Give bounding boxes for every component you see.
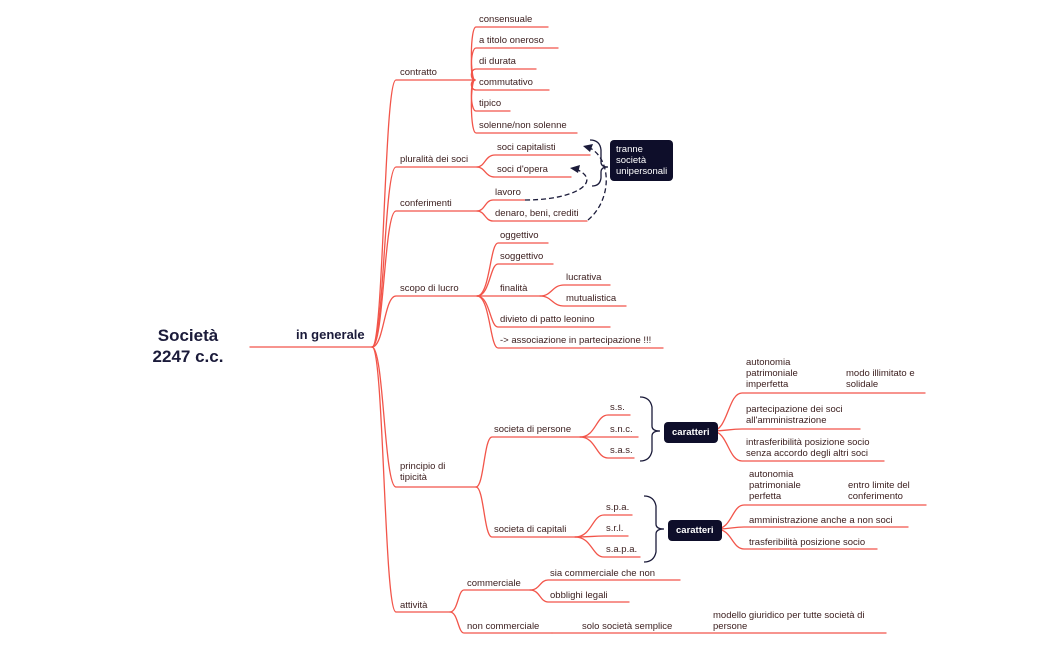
node-denaro-beni-crediti[interactable]: denaro, beni, crediti (495, 208, 579, 219)
node-modo-illimitato[interactable]: modo illimitato e solidale (846, 368, 915, 390)
node-associazione-partecipazione[interactable]: -> associazione in partecipazione !!! (500, 335, 652, 346)
node-divieto-patto-leonino[interactable]: divieto di patto leonino (500, 314, 595, 325)
node-soggettivo[interactable]: soggettivo (500, 251, 544, 262)
node-finalita[interactable]: finalità (500, 283, 528, 294)
node-trasferibilita[interactable]: trasferibilità posizione socio (749, 537, 866, 548)
node-ss[interactable]: s.s. (610, 402, 625, 413)
node-sapa[interactable]: s.a.p.a. (606, 544, 638, 555)
connector-attivita (371, 346, 451, 613)
root-node[interactable]: Società 2247 c.c. (138, 325, 238, 367)
node-sas[interactable]: s.a.s. (610, 445, 633, 456)
node-societa-di-persone[interactable]: societa di persone (494, 424, 572, 435)
bracket-pluralita (589, 139, 609, 187)
node-autonomia-imperfetta[interactable]: autonomia patrimoniale imperfetta (746, 357, 798, 390)
node-conferimenti[interactable]: conferimenti (400, 198, 452, 209)
node-solenne[interactable]: solenne/non solenne (479, 120, 567, 131)
node-di-durata[interactable]: di durata (479, 56, 516, 67)
node-srl[interactable]: s.r.l. (606, 523, 624, 534)
node-consensuale[interactable]: consensuale (479, 14, 533, 25)
node-modello-giuridico[interactable]: modello giuridico per tutte società di p… (713, 610, 865, 632)
node-principio-tipicita[interactable]: principio di tipicità (400, 461, 446, 483)
node-contratto[interactable]: contratto (400, 67, 437, 78)
connector-pluralita (371, 166, 478, 348)
root-article: 2247 c.c. (152, 347, 224, 366)
connector-contratto (371, 79, 476, 348)
connector-scopo (371, 295, 478, 348)
node-commerciale[interactable]: commerciale (467, 578, 521, 589)
connector-conferimenti (371, 210, 478, 348)
node-societa-di-capitali[interactable]: societa di capitali (494, 524, 567, 535)
node-autonomia-perfetta[interactable]: autonomia patrimoniale perfetta (749, 469, 801, 502)
node-attivita[interactable]: attività (400, 600, 428, 611)
node-snc[interactable]: s.n.c. (610, 424, 633, 435)
node-scopo-di-lucro[interactable]: scopo di lucro (400, 283, 459, 294)
dashed-link-lavoro (524, 169, 588, 201)
root-title: Società (157, 326, 219, 345)
node-solo-societa-semplice[interactable]: solo società semplice (582, 621, 673, 632)
node-soci-capitalisti[interactable]: soci capitalisti (497, 142, 556, 153)
bracket-persone (639, 396, 661, 462)
node-intrasferibilita[interactable]: intrasferibilità posizione socio senza a… (746, 437, 870, 459)
node-tipico[interactable]: tipico (479, 98, 502, 109)
node-oggettivo[interactable]: oggettivo (500, 230, 539, 241)
node-commutativo[interactable]: commutativo (479, 77, 533, 88)
callout-tranne-unipersonali[interactable]: tranne società unipersonali (610, 140, 674, 181)
node-lavoro[interactable]: lavoro (495, 187, 521, 198)
node-sia-commerciale[interactable]: sia commerciale che non (550, 568, 656, 579)
node-spa[interactable]: s.p.a. (606, 502, 630, 513)
node-pluralita-soci[interactable]: pluralità dei soci (400, 154, 469, 165)
box-caratteri-persone[interactable]: caratteri (664, 422, 718, 443)
node-soci-opera[interactable]: soci d'opera (497, 164, 548, 175)
connector-tipicita (371, 346, 477, 488)
node-entro-limite[interactable]: entro limite del conferimento (848, 480, 910, 502)
node-partecipazione-soci[interactable]: partecipazione dei soci all'amministrazi… (746, 404, 843, 426)
bracket-capitali (643, 495, 665, 563)
node-amministrazione-non-soci[interactable]: amministrazione anche a non soci (749, 515, 893, 526)
node-a-titolo-oneroso[interactable]: a titolo oneroso (479, 35, 544, 46)
arrowhead-soci-opera (570, 165, 580, 173)
arrowhead-soci-capitalisti (583, 144, 593, 152)
node-non-commerciale[interactable]: non commerciale (467, 621, 540, 632)
dashed-link-denaro (587, 147, 607, 221)
node-lucrativa[interactable]: lucrativa (566, 272, 602, 283)
main-node-in-generale[interactable]: in generale (296, 327, 365, 342)
box-caratteri-capitali[interactable]: caratteri (668, 520, 722, 541)
node-mutualistica[interactable]: mutualistica (566, 293, 617, 304)
node-obblighi-legali[interactable]: obblighi legali (550, 590, 608, 601)
